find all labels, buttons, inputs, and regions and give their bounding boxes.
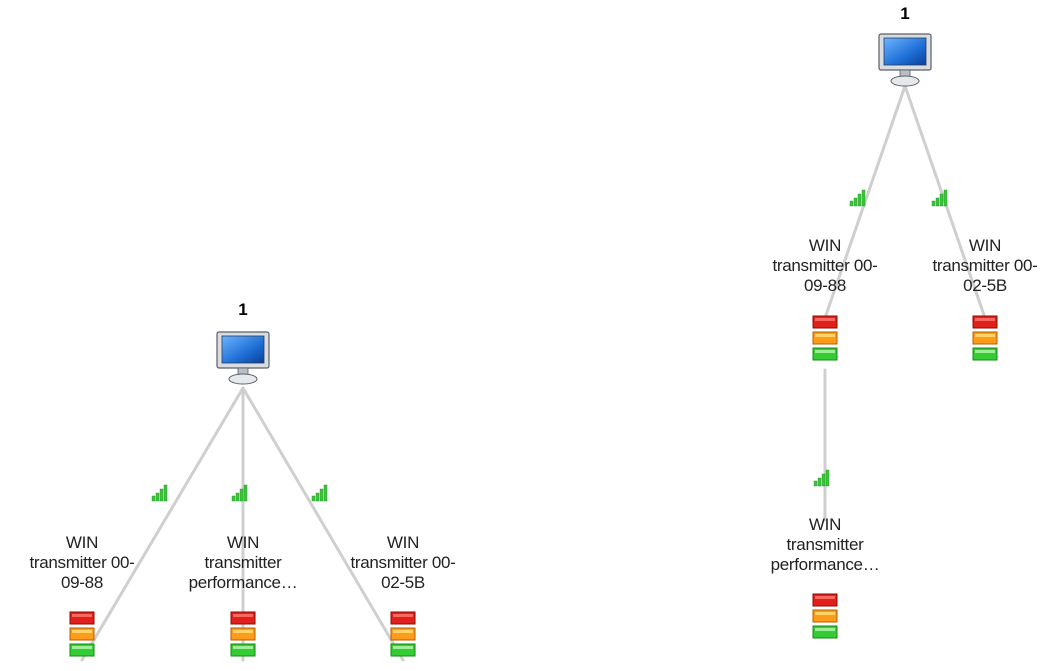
device-label-line: WIN — [968, 236, 1002, 255]
status-warning-indicator — [230, 627, 256, 641]
device-label-line: WIN — [226, 533, 260, 552]
status-warning-indicator — [69, 627, 95, 641]
signal-strength-icon — [231, 484, 248, 502]
device-label-line: WIN — [386, 533, 420, 552]
status-critical-indicator — [812, 593, 838, 607]
status-bar-icon — [972, 315, 998, 361]
device-label-line: transmitter 00- — [29, 553, 135, 572]
connection-link — [80, 386, 245, 662]
device-label-line: 09-88 — [61, 573, 103, 592]
status-critical-indicator — [972, 315, 998, 329]
topology-tree — [812, 33, 998, 639]
signal-strength-icon — [151, 484, 168, 502]
status-ok-indicator — [812, 625, 838, 639]
device-label-line: WIN — [808, 236, 842, 255]
device-label-line: WIN — [65, 533, 99, 552]
status-critical-indicator — [390, 611, 416, 625]
device-label-line: transmitter 00- — [932, 256, 1038, 275]
device-label-line: transmitter — [204, 553, 282, 572]
device-label-line: 02-5B — [381, 573, 425, 592]
status-bar-icon — [812, 315, 838, 361]
device-label-line: transmitter 00- — [350, 553, 456, 572]
status-warning-indicator — [812, 331, 838, 345]
monitor-icon[interactable] — [878, 33, 932, 87]
status-bar-icon — [69, 611, 95, 657]
status-ok-indicator — [230, 643, 256, 657]
monitor-icon[interactable] — [216, 331, 270, 385]
topology-tree — [69, 331, 416, 662]
device-label-line: performance… — [188, 573, 298, 592]
status-warning-indicator — [390, 627, 416, 641]
status-critical-indicator — [230, 611, 256, 625]
device-label-line: performance… — [770, 555, 880, 574]
root-node-label: 1 — [900, 4, 910, 23]
device-label-line: WIN — [808, 515, 842, 534]
status-warning-indicator — [972, 331, 998, 345]
device-label-line: 02-5B — [963, 276, 1007, 295]
root-node-label: 1 — [238, 300, 248, 319]
device-label-line: 09-88 — [804, 276, 846, 295]
signal-strength-icon — [813, 469, 830, 487]
status-bar-icon — [812, 593, 838, 639]
status-critical-indicator — [812, 315, 838, 329]
status-ok-indicator — [972, 347, 998, 361]
status-bar-icon — [390, 611, 416, 657]
signal-strength-icon — [849, 189, 866, 207]
status-ok-indicator — [390, 643, 416, 657]
device-label-line: transmitter — [786, 535, 864, 554]
connection-link — [241, 386, 405, 662]
device-label-line: transmitter 00- — [772, 256, 878, 275]
status-warning-indicator — [812, 609, 838, 623]
status-bar-icon — [230, 611, 256, 657]
signal-strength-icon — [931, 189, 948, 207]
signal-strength-icon — [311, 484, 328, 502]
status-critical-indicator — [69, 611, 95, 625]
status-ok-indicator — [812, 347, 838, 361]
status-ok-indicator — [69, 643, 95, 657]
